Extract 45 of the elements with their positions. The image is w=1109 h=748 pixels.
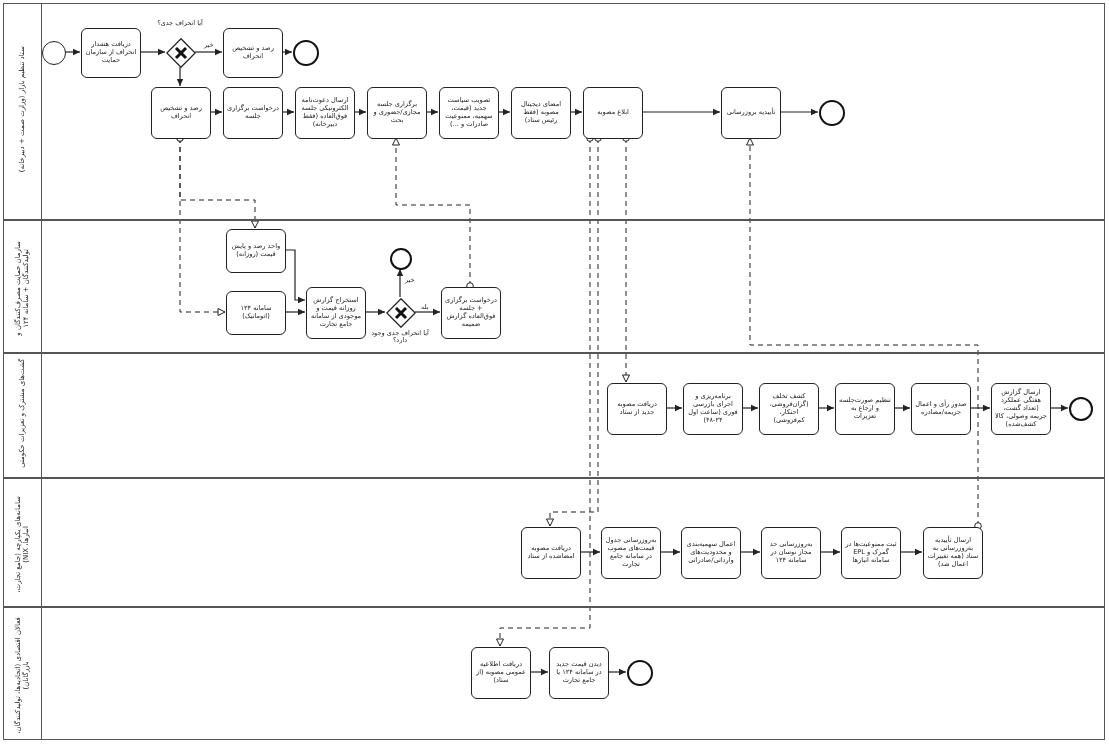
sequence-flow-arrow xyxy=(579,548,601,556)
sequence-flow-arrow xyxy=(209,108,223,116)
sequence-flow-arrow xyxy=(969,404,991,412)
sequence-flow-arrow xyxy=(665,404,683,412)
sequence-flow-arrow xyxy=(779,108,819,116)
sequence-flow-arrow xyxy=(741,404,759,412)
sequence-flow-arrow xyxy=(819,548,841,556)
sequence-flow-arrow xyxy=(899,548,923,556)
sequence-flow-arrow xyxy=(284,308,306,316)
sequence-flow-arrow xyxy=(64,48,81,56)
sequence-flow-arrow xyxy=(607,668,627,676)
sequence-flow-arrow xyxy=(353,108,367,116)
sequence-flow-arrow xyxy=(281,48,293,56)
sequence-flow-arrow xyxy=(659,548,681,556)
sequence-flow-arrow xyxy=(739,548,761,556)
sequence-flow-arrow xyxy=(641,108,721,116)
sequence-flow-arrow xyxy=(396,268,404,298)
sequence-flow-arrow xyxy=(176,66,184,87)
sequence-flow-arrow xyxy=(893,404,911,412)
sequence-flow-arrow xyxy=(281,108,295,116)
message-flow-arrow xyxy=(746,137,982,530)
sequence-flow-arrow xyxy=(414,308,441,316)
sequence-flow-arrow xyxy=(364,308,386,316)
end-event xyxy=(627,660,653,686)
swimlane xyxy=(3,220,1105,353)
end-event xyxy=(293,40,319,66)
swimlane xyxy=(3,3,1105,220)
swimlane xyxy=(3,478,1105,607)
sequence-flow-arrow xyxy=(529,668,549,676)
start-event xyxy=(42,41,66,65)
gateway-diamond xyxy=(166,38,196,68)
sequence-flow-arrow xyxy=(139,48,166,56)
sequence-flow-arrow xyxy=(194,48,223,56)
sequence-flow-arrow xyxy=(284,249,306,304)
sequence-flow-arrow xyxy=(497,108,511,116)
gateway-diamond xyxy=(386,298,416,328)
end-event xyxy=(1069,397,1093,421)
end-event xyxy=(390,248,412,270)
sequence-flow-arrow xyxy=(569,108,583,116)
end-event xyxy=(819,100,845,126)
swimlane xyxy=(3,353,1105,478)
sequence-flow-arrow xyxy=(1049,404,1069,412)
sequence-flow-arrow xyxy=(425,108,439,116)
swimlane xyxy=(3,607,1105,740)
sequence-flow-arrow xyxy=(817,404,835,412)
